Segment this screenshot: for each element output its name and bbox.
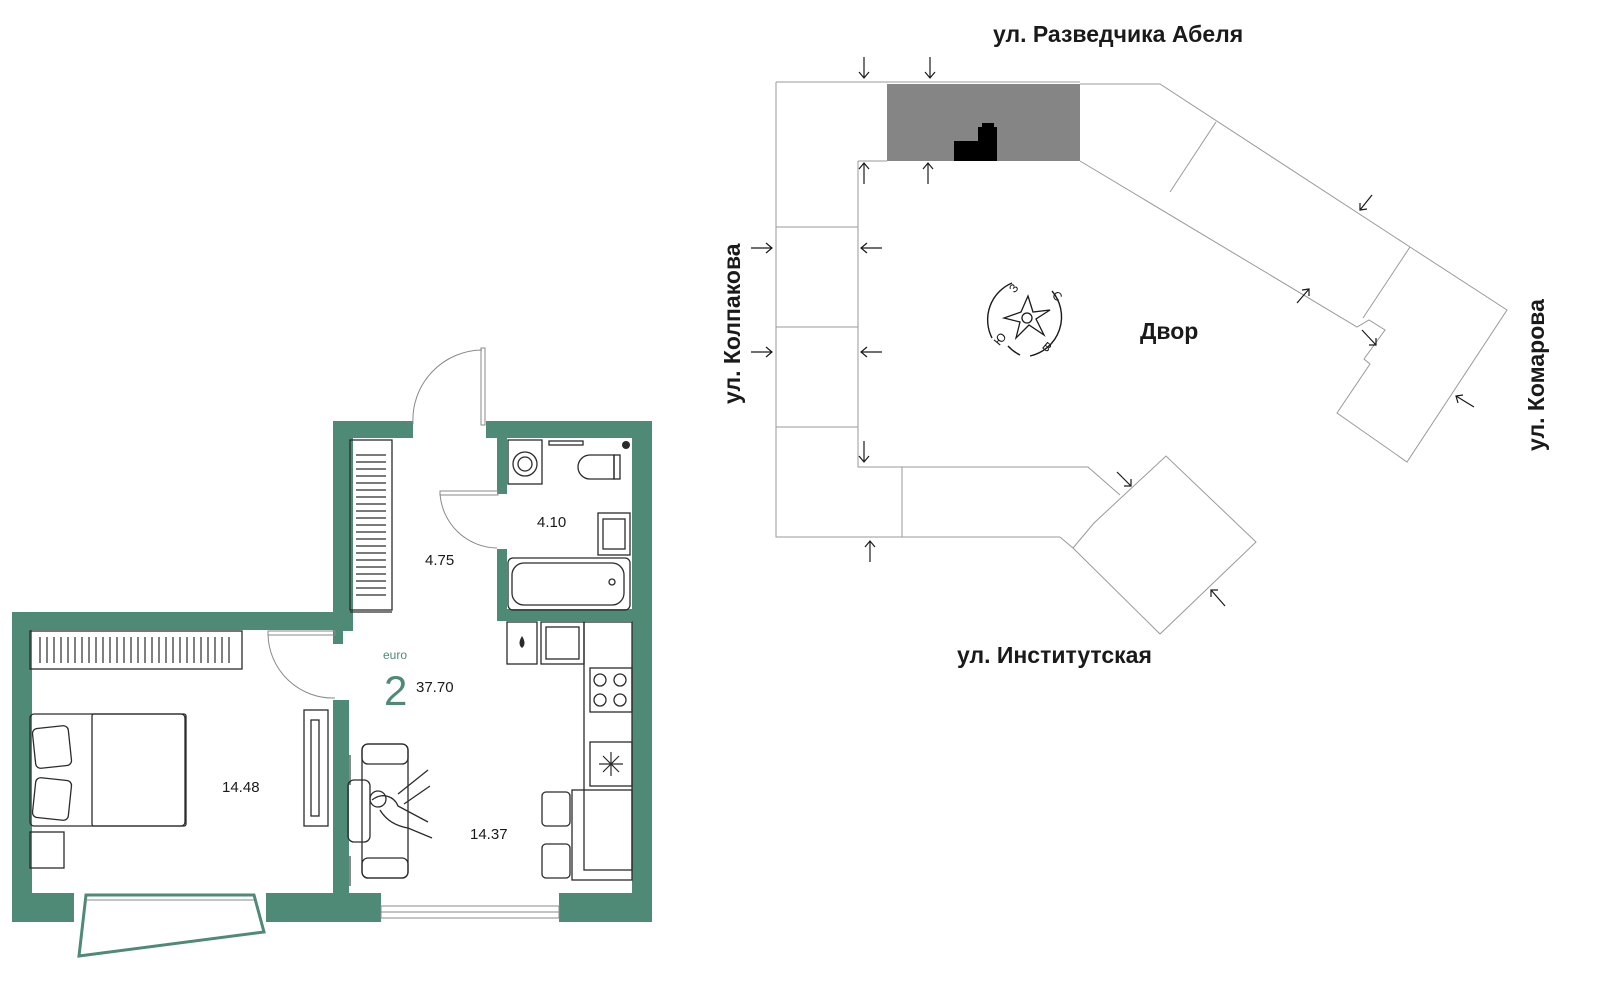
arrow-icon (1455, 394, 1475, 408)
bathtub (507, 557, 631, 611)
arrow-icon (751, 346, 773, 358)
wardrobe (349, 439, 393, 613)
compass: С З Ю В (986, 281, 1065, 357)
bedroom-area: 14.48 (222, 779, 260, 796)
balcony (77, 893, 266, 958)
arrow-icon (858, 162, 870, 184)
arrow-icon (924, 57, 936, 79)
bathroom-fixtures (507, 439, 631, 611)
sink (597, 512, 631, 556)
walls (12, 421, 652, 922)
toilet-bowl (577, 454, 615, 480)
wall (497, 609, 652, 621)
street-left: ул. Колпакова (719, 243, 745, 404)
toilet (548, 440, 584, 446)
apartment-type-label: euro (383, 648, 407, 662)
water-heater (506, 621, 538, 665)
bedroom-wardrobe (29, 630, 243, 670)
street-top: ул. Разведчика Абеля (993, 21, 1243, 47)
arrow-icon (860, 346, 882, 358)
compass-east: В (1039, 339, 1054, 355)
chair (541, 791, 571, 827)
room-count: 2 (384, 667, 407, 714)
arrow-icon (751, 242, 773, 254)
wall (333, 630, 343, 644)
site-plan: С З Ю В Двор ул. Разведчика Абеля ул. Ин… (719, 21, 1549, 668)
arrow-icon (1116, 471, 1132, 487)
arrow-icon (1296, 288, 1310, 304)
wall (12, 893, 74, 922)
wall (12, 612, 32, 922)
compass-south: Ю (991, 330, 1010, 348)
wall (497, 549, 507, 621)
arrow-icon (858, 441, 870, 463)
wall (632, 421, 652, 922)
wall (12, 612, 337, 630)
bathroom-area: 4.10 (537, 514, 566, 531)
area-labels: 4.75 4.10 14.48 14.37 euro 2 37.70 (222, 514, 566, 843)
compass-north: С (1049, 288, 1065, 305)
arrow-icon (1210, 589, 1226, 607)
hangers (39, 637, 230, 663)
sofa (347, 743, 433, 879)
person (371, 769, 433, 839)
kitchen-sink (540, 621, 585, 665)
arrow-icon (858, 57, 870, 79)
bed (29, 713, 187, 869)
apartment-marker (954, 123, 997, 161)
arrow-icon (1361, 329, 1377, 346)
wall (333, 421, 413, 438)
living-kitchen-area: 14.37 (470, 826, 508, 843)
compass-star-icon (1001, 294, 1051, 341)
washing-machine (507, 439, 543, 485)
hangers (356, 454, 386, 596)
arrow-icon (864, 540, 876, 562)
dining-table (571, 789, 633, 881)
bathroom-door (439, 492, 498, 549)
wall (333, 700, 349, 922)
wall (559, 893, 652, 922)
wall (349, 893, 381, 922)
arrow-icon (922, 162, 934, 184)
entrance-door (412, 349, 483, 425)
hall-area: 4.75 (425, 552, 454, 569)
windows (77, 755, 560, 958)
wall (333, 421, 353, 631)
total-area: 37.70 (416, 679, 454, 696)
floor-plan: 4.75 4.10 14.48 14.37 euro 2 37.70 (12, 347, 652, 958)
fridge (589, 741, 633, 787)
street-bottom: ул. Институтская (957, 642, 1152, 668)
kitchen (506, 621, 633, 881)
window (349, 755, 351, 785)
entrance-arrows (751, 57, 1475, 607)
wall (497, 421, 507, 494)
window (349, 856, 351, 886)
arrow-icon (1359, 194, 1373, 211)
street-right: ул. Комарова (1523, 299, 1549, 451)
building-outline (775, 81, 1508, 635)
courtyard-label: Двор (1140, 318, 1198, 344)
doors (267, 347, 499, 699)
stove (589, 667, 633, 713)
chair (541, 843, 571, 879)
tv-stand (303, 709, 329, 827)
compass-ring (986, 282, 1013, 339)
bedroom-door (267, 633, 336, 699)
compass-west: З (1006, 281, 1021, 296)
arrow-icon (860, 242, 882, 254)
wall (486, 421, 652, 438)
